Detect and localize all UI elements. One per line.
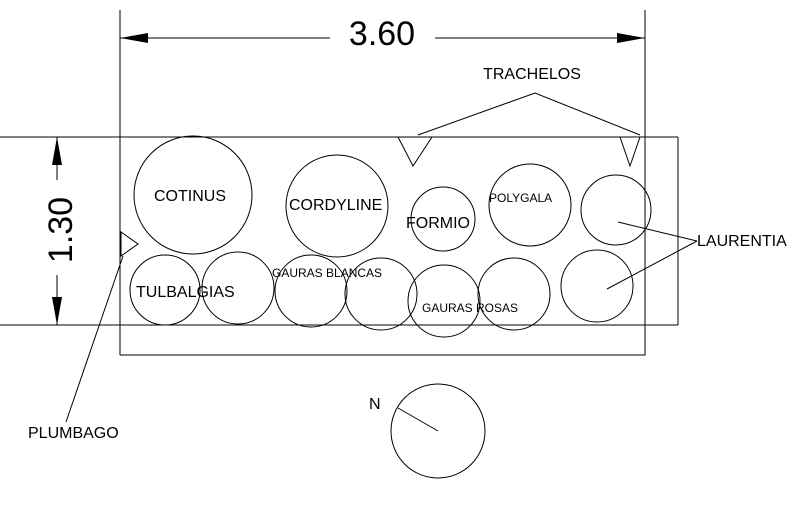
formio-circle <box>410 186 476 252</box>
gauras-blancas-circle-1 <box>274 254 348 328</box>
cotinus-label: COTINUS <box>154 188 226 205</box>
height-dimension: 1.30 <box>0 136 678 326</box>
tulbalgias-circle-2 <box>201 251 275 325</box>
north-label: N <box>369 396 381 413</box>
width-dimension: 3.60 <box>119 10 646 355</box>
tulbalgias-circle-1 <box>129 254 201 326</box>
laurentia-group: LAURENTIA <box>606 221 787 290</box>
plumbago-triangle <box>120 231 139 257</box>
arrowhead-right-icon <box>617 33 645 43</box>
arrowhead-left-icon <box>120 33 148 43</box>
cordyline-circle <box>285 154 389 258</box>
gauras-blancas-circle-2 <box>344 257 418 331</box>
height-dimension-label: 1.30 <box>42 197 80 263</box>
north-circle <box>390 383 486 479</box>
plumbago-leader <box>65 255 124 423</box>
cotinus-circle <box>133 135 253 255</box>
arrowhead-top-icon <box>52 137 62 165</box>
polygala-label: POLYGALA <box>489 191 552 205</box>
laurentia-circle-2 <box>560 249 634 323</box>
cordyline-label: CORDYLINE <box>289 197 382 214</box>
width-dimension-label: 3.60 <box>349 15 415 53</box>
laurentia-label: LAURENTIA <box>697 233 787 250</box>
gauras-rosas-label: GAURAS ROSAS <box>422 301 518 315</box>
trachelos-triangle-1 <box>397 136 433 167</box>
trachelos-label: TRACHELOS <box>483 66 581 83</box>
outer-bed-outline <box>120 325 646 356</box>
formio-label: FORMIO <box>406 215 470 232</box>
plumbago-group: PLUMBAGO <box>28 231 139 442</box>
laurentia-leader-2 <box>606 240 698 290</box>
plumbago-label: PLUMBAGO <box>28 425 119 442</box>
laurentia-circle-1 <box>580 174 652 246</box>
trachelos-group: TRACHELOS <box>397 66 641 168</box>
gauras-rosas-circle-2 <box>477 257 551 331</box>
tulbalgias-label: TULBALGIAS <box>136 284 235 301</box>
north-pointer-icon <box>397 407 439 432</box>
north-arrow: N <box>369 383 486 479</box>
gauras-blancas-label: GAURAS BLANCAS <box>272 266 382 280</box>
polygala-circle <box>488 163 572 247</box>
trachelos-triangle-2 <box>619 136 641 168</box>
gauras-rosas-circle-1 <box>407 264 481 338</box>
arrowhead-bottom-icon <box>52 297 62 325</box>
trachelos-leader <box>417 92 641 136</box>
laurentia-leader-1 <box>617 221 698 242</box>
